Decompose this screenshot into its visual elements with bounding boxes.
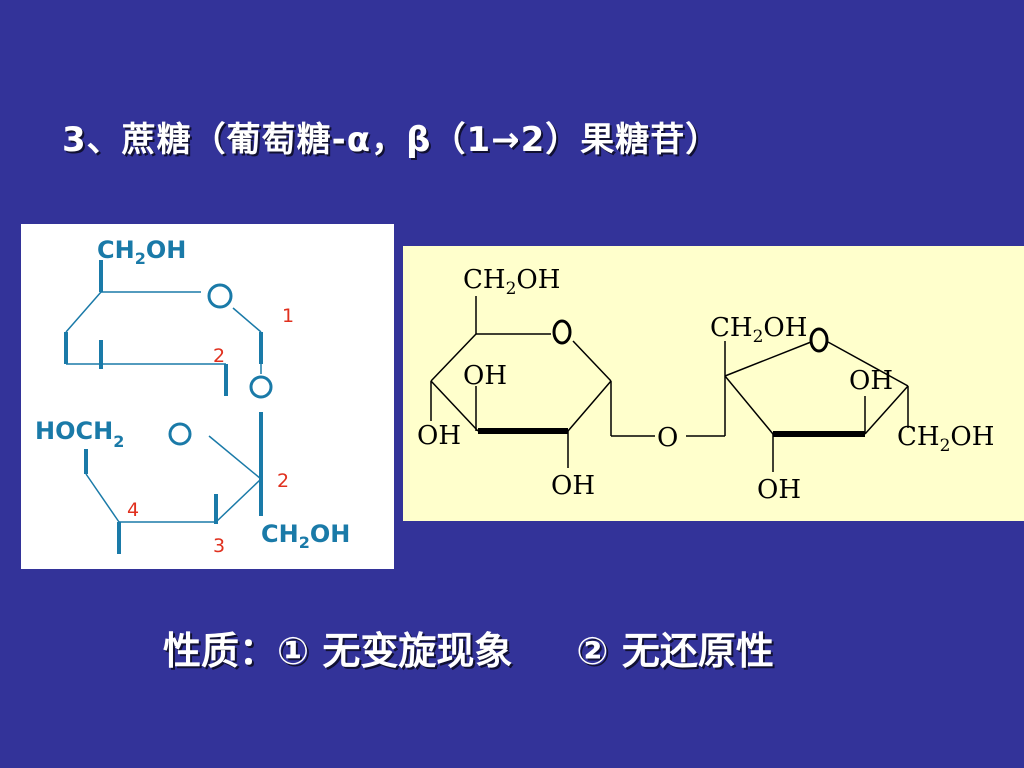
bond-pyr-c2-c1: [567, 380, 612, 432]
slide-title: 3、蔗糖（葡萄糖-α，β（1→2）果糖苷）: [62, 120, 721, 160]
atom-number-2-right: 2: [277, 470, 289, 492]
properties-line: 性质：① 无变旋现象 ② 无还原性: [163, 620, 774, 675]
bond-pyr-c5-c4: [430, 333, 477, 382]
sucrose-haworth-structure: CH2OH OH OH OH O CH2OH OH CH2OH OH: [417, 265, 994, 505]
bond-fur-c5-c4: [864, 385, 909, 435]
ring-oxygen-pyranose: [552, 319, 572, 345]
sucrose-line-structure: CH2OH HOCH2 CH2OH 1 2 2 4 3: [35, 236, 350, 557]
bond-fur-c2-o: [724, 341, 812, 377]
label-hoch2: HOCH2: [35, 417, 124, 451]
bond-fur-c2-c3: [724, 375, 774, 435]
label-ch2oh-right: CH2OH: [897, 422, 994, 456]
ring-oxygen-top: [207, 283, 233, 309]
label-glycosidic-o: O: [657, 423, 678, 453]
bridge-oxygen: [249, 375, 273, 399]
label-oh-furanose-right: OH: [849, 366, 893, 396]
ring-oxygen-lower: [168, 422, 192, 446]
atom-number-1: 1: [282, 305, 294, 327]
label-oh-left: OH: [417, 421, 461, 451]
label-oh-bottom-pyranose: OH: [551, 471, 595, 501]
bond-lower-ring-slant: [208, 435, 262, 480]
atom-number-4: 4: [127, 499, 139, 521]
bond-ring-left-slant: [65, 291, 102, 333]
atom-number-3: 3: [213, 535, 225, 557]
label-oh-furanose-bottom: OH: [757, 475, 801, 505]
property-no-mutarotation: ① 无变旋现象: [277, 629, 513, 673]
ring-oxygen-furanose: [809, 327, 829, 353]
bond-lower-left-slant: [85, 473, 120, 523]
label-ch2oh-bottom: CH2OH: [261, 520, 350, 552]
bond-lower-right-edge: [215, 478, 262, 523]
label-oh-inner: OH: [463, 361, 507, 391]
right-structure-panel: CH2OH OH OH OH O CH2OH OH CH2OH OH: [403, 246, 1024, 521]
label-ch2oh-pyranose: CH2OH: [463, 265, 560, 299]
property-non-reducing: ② 无还原性: [576, 629, 774, 673]
bond-ring-right-slant: [232, 307, 262, 333]
atom-number-2-top: 2: [213, 345, 225, 367]
properties-label: 性质：: [163, 629, 278, 673]
label-ch2oh-top: CH2OH: [97, 236, 186, 268]
label-ch2oh-furanose: CH2OH: [710, 313, 807, 347]
bond-pyr-o-c1: [572, 340, 612, 382]
bond-pyr-c4-c3: [430, 380, 479, 432]
bond-fur-o-c5: [827, 341, 909, 387]
left-structure-panel: CH2OH HOCH2 CH2OH 1 2 2 4 3: [21, 224, 394, 569]
